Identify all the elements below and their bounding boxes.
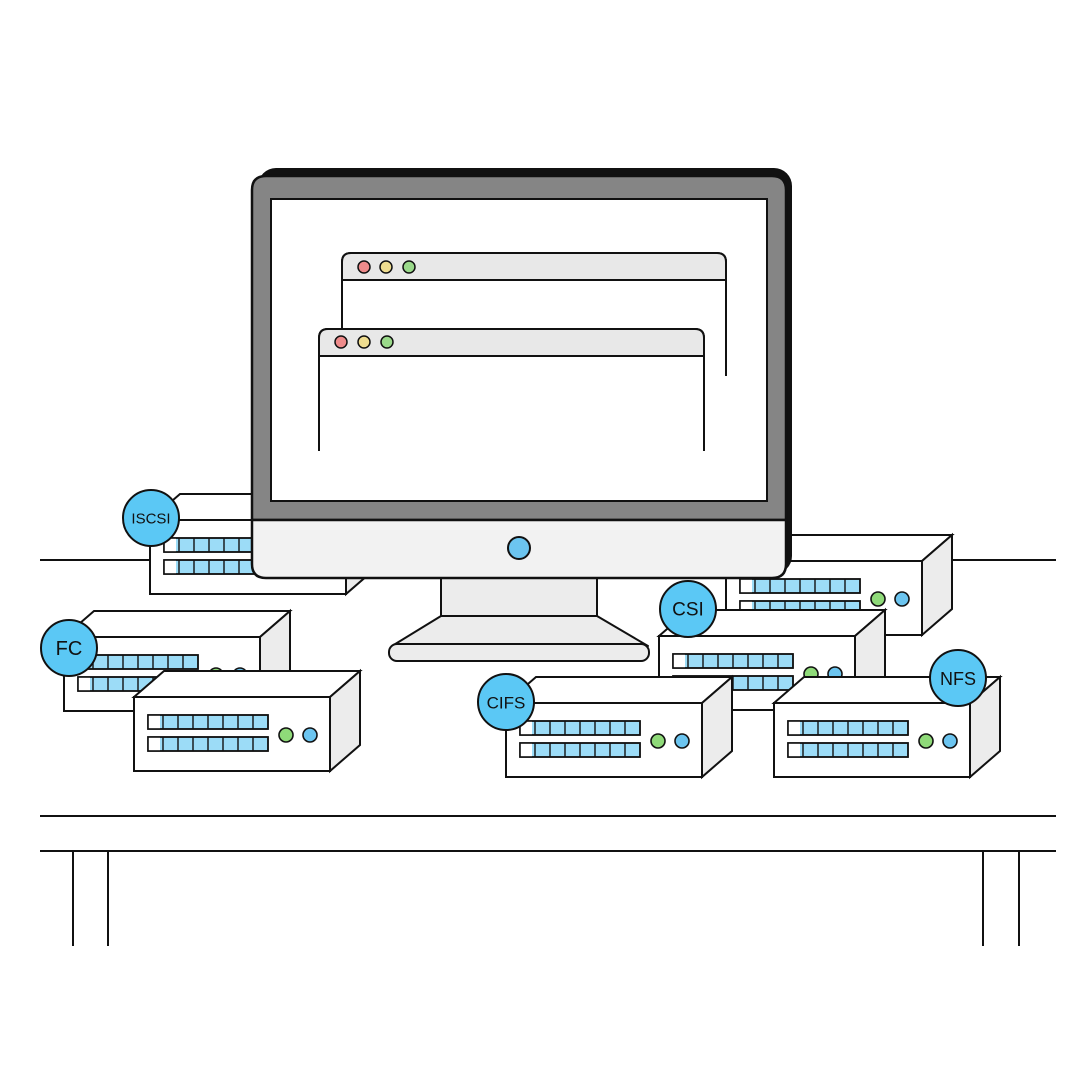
badge-fc: FC <box>40 619 98 677</box>
badge-iscsi: ISCSI <box>122 489 180 547</box>
window-controls-icon <box>334 335 394 349</box>
window-controls-icon <box>357 260 416 274</box>
badge-csi: CSI <box>659 580 717 638</box>
badge-cifs: CIFS <box>477 673 535 731</box>
monitor-stand <box>388 575 650 662</box>
storage-server-cifs <box>506 677 732 777</box>
badge-label: NFS <box>940 669 976 689</box>
badge-nfs: NFS <box>929 649 987 707</box>
storage-server-front-left <box>134 671 360 771</box>
app-window-back <box>341 252 727 376</box>
badge-label: CSI <box>672 600 704 621</box>
badge-label: CIFS <box>487 694 526 713</box>
badge-label: FC <box>56 638 83 660</box>
app-window-front <box>318 328 705 451</box>
badge-label: ISCSI <box>131 511 170 528</box>
monitor <box>250 168 792 662</box>
power-button-icon <box>507 536 531 560</box>
